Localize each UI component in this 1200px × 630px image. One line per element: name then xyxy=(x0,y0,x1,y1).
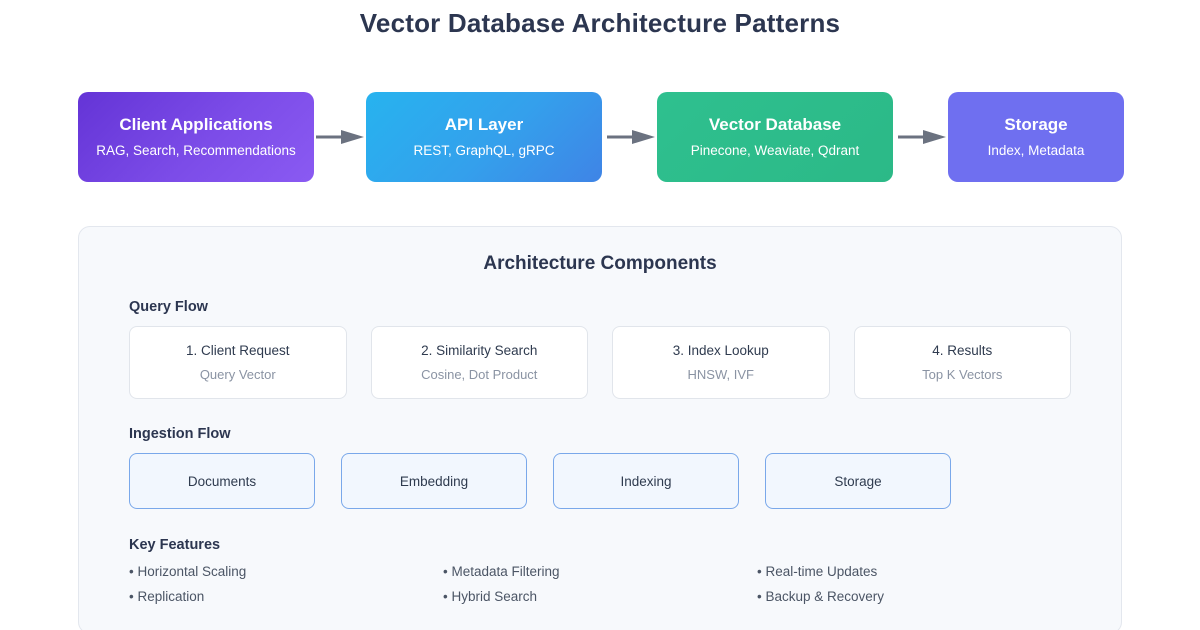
flow-node-subtitle: Pinecone, Weaviate, Qdrant xyxy=(690,142,860,158)
query-card-subtitle: Cosine, Dot Product xyxy=(421,367,538,382)
arrow-right-icon xyxy=(898,130,946,144)
feature-item: • Backup & Recovery xyxy=(757,589,885,604)
feature-item: • Replication xyxy=(129,589,205,604)
query-card-title: 4. Results xyxy=(932,343,993,358)
key-features-list: • Horizontal Scaling • Metadata Filterin… xyxy=(129,564,1071,604)
flow-node-subtitle: REST, GraphQL, gRPC xyxy=(413,142,555,158)
key-features-heading: Key Features xyxy=(129,537,221,553)
arrow-right-icon xyxy=(607,130,655,144)
flow-node-subtitle: RAG, Search, Recommendations xyxy=(96,142,296,158)
ingestion-box[interactable]: Indexing xyxy=(553,453,739,509)
query-flow-card[interactable]: 3. Index Lookup HNSW, IVF xyxy=(612,326,830,399)
ingestion-flow-section: Ingestion Flow Documents Embedding Index… xyxy=(129,426,1071,509)
flow-node-title: Vector Database xyxy=(708,115,842,135)
query-card-subtitle: Top K Vectors xyxy=(922,367,1003,382)
flow-node-client-applications[interactable]: Client Applications RAG, Search, Recomme… xyxy=(78,92,314,182)
query-card-title: 1. Client Request xyxy=(185,343,290,358)
feature-item: • Real-time Updates xyxy=(757,564,878,579)
flow-node-title: Storage xyxy=(1004,115,1068,135)
flow-node-api-layer[interactable]: API Layer REST, GraphQL, gRPC xyxy=(366,92,602,182)
query-flow-card-list: 1. Client Request Query Vector 2. Simila… xyxy=(129,326,1071,399)
ingestion-box[interactable]: Documents xyxy=(129,453,315,509)
query-flow-card[interactable]: 4. Results Top K Vectors xyxy=(853,326,1071,399)
ingestion-box[interactable]: Embedding xyxy=(341,453,527,509)
arrow-right-icon xyxy=(316,130,364,144)
architecture-flow: Client Applications RAG, Search, Recomme… xyxy=(78,92,1124,182)
flow-node-title: API Layer xyxy=(444,115,524,135)
query-flow-section: Query Flow 1. Client Request Query Vecto… xyxy=(129,299,1071,399)
query-flow-card[interactable]: 2. Similarity Search Cosine, Dot Product xyxy=(370,326,588,399)
query-card-subtitle: Query Vector xyxy=(199,367,276,382)
key-features-section: Key Features • Horizontal Scaling • Meta… xyxy=(129,537,1071,604)
feature-item: • Hybrid Search xyxy=(443,589,538,604)
query-card-title: 3. Index Lookup xyxy=(672,343,769,358)
query-card-title: 2. Similarity Search xyxy=(421,343,538,358)
flow-node-title: Client Applications xyxy=(119,115,273,135)
flow-node-storage[interactable]: Storage Index, Metadata xyxy=(948,92,1124,182)
flow-node-vector-database[interactable]: Vector Database Pinecone, Weaviate, Qdra… xyxy=(657,92,893,182)
query-flow-heading: Query Flow xyxy=(129,299,208,315)
query-flow-card[interactable]: 1. Client Request Query Vector xyxy=(129,326,347,399)
flow-node-subtitle: Index, Metadata xyxy=(987,142,1085,158)
feature-item: • Horizontal Scaling xyxy=(129,564,247,579)
ingestion-box[interactable]: Storage xyxy=(765,453,951,509)
query-card-subtitle: HNSW, IVF xyxy=(687,367,754,382)
feature-item: • Metadata Filtering xyxy=(443,564,560,579)
panel-heading: Architecture Components xyxy=(483,253,717,274)
ingestion-flow-box-list: Documents Embedding Indexing Storage xyxy=(129,453,1071,509)
page-title: Vector Database Architecture Patterns xyxy=(359,8,841,38)
architecture-components-panel: Architecture Components Query Flow 1. Cl… xyxy=(78,226,1122,630)
ingestion-flow-heading: Ingestion Flow xyxy=(129,426,231,442)
